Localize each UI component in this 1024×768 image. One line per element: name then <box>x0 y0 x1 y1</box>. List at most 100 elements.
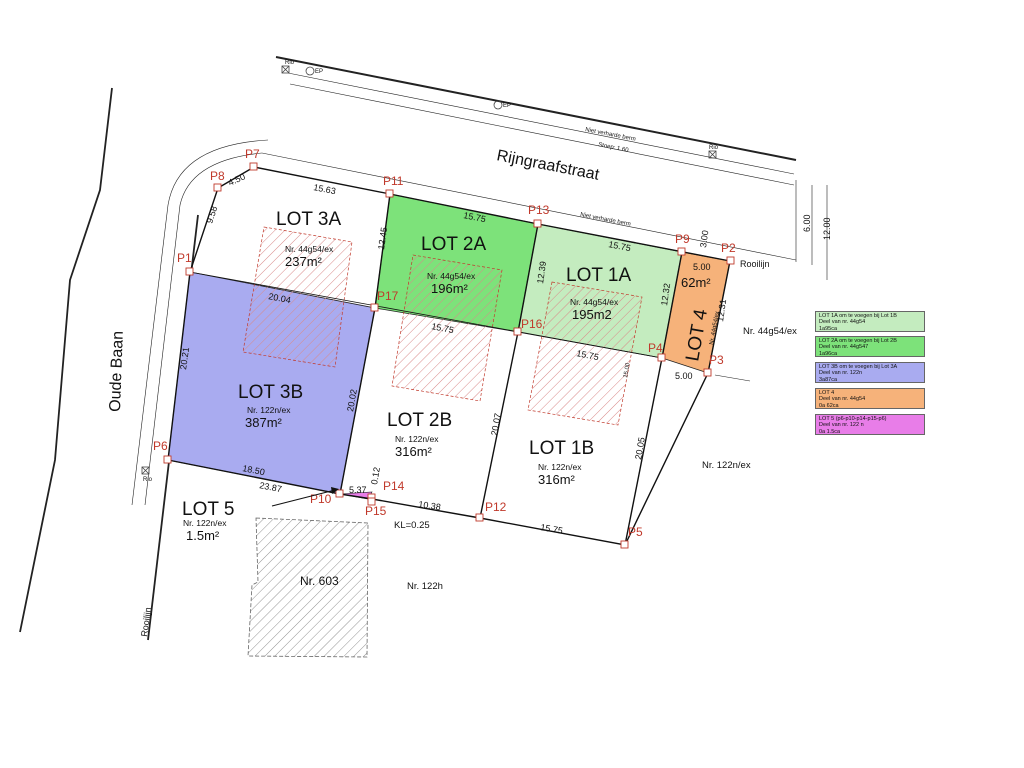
kl-label: KL=0.25 <box>394 520 430 531</box>
svg-text:LOT 2A: LOT 2A <box>421 234 486 255</box>
svg-text:62m²: 62m² <box>681 275 711 290</box>
dimension-label: 9.58 <box>204 205 219 225</box>
svg-text:LOT 5: LOT 5 <box>182 499 234 520</box>
point-label-p11: P11 <box>383 174 404 188</box>
street-lines <box>131 56 828 506</box>
rooilijn-label: Rooilijn <box>740 259 770 269</box>
building-label: Nr. 603 <box>300 574 339 588</box>
dimension-label: 20.05 <box>633 436 647 460</box>
lot-4-label: 62m² LOT 4 Nr. 44g54/ex <box>681 275 721 363</box>
dimension-label: 0.12 <box>369 466 382 485</box>
rio-label: Rio <box>285 60 295 66</box>
legend-item-lot-3b: LOT 3B om te voegen bij Lot 3A Deel van … <box>815 362 925 383</box>
dimension-label: 5.37 <box>349 485 367 495</box>
dimension-label: 23.87 <box>259 480 283 494</box>
lot-3a-label: LOT 3A Nr. 44g54/ex 237m² <box>276 209 341 269</box>
point-label-p7: P7 <box>245 147 260 161</box>
svg-text:LOT 2B: LOT 2B <box>387 410 452 431</box>
legend-item-lot-2a: LOT 2A om te voegen bij Lot 2B Deel van … <box>815 336 925 357</box>
legend-item-lot-5: LOT 5 (p6-p10-p14-p15-p6) Deel van nr. 1… <box>815 414 925 435</box>
dimension-label: 12.00 <box>822 217 832 240</box>
point-label-p12: P12 <box>485 500 507 514</box>
point-label-p5: P5 <box>628 525 643 539</box>
point-labels: P1 P2 P3 P4 P5 P6 P7 P8 P9 P10 P11 P12 P… <box>153 147 736 539</box>
neighbour-building <box>247 517 369 658</box>
dimension-label: 5.00 <box>693 262 711 272</box>
building-footprints <box>242 226 643 426</box>
dimension-label: 15.75 <box>431 321 455 335</box>
verge-label: Niet verharde berm <box>585 127 637 143</box>
side-street-name: Oude Baan <box>107 331 127 412</box>
lot-5-label: LOT 5 Nr. 122n/ex 1.5m² <box>182 487 339 543</box>
point-label-p8: P8 <box>210 169 225 183</box>
svg-text:Nr. 122n/ex: Nr. 122n/ex <box>183 518 227 528</box>
dimension-label: 5.00 <box>675 371 693 381</box>
point-label-p15: P15 <box>365 504 387 518</box>
svg-text:LOT 1A: LOT 1A <box>566 265 631 286</box>
svg-text:195m2: 195m2 <box>572 307 612 322</box>
dimension-label: 18.50 <box>242 463 266 477</box>
svg-text:Nr. 44g54/ex: Nr. 44g54/ex <box>709 311 721 346</box>
svg-text:LOT 1B: LOT 1B <box>529 438 594 459</box>
dimension-labels: 4.50 15.63 9.58 12.45 15.75 15.75 3.00 5… <box>178 171 832 536</box>
point-label-p2: P2 <box>721 241 736 255</box>
ep-label: EP <box>315 69 323 75</box>
lot-1b-label: LOT 1B Nr. 122n/ex 316m² <box>529 438 594 487</box>
svg-text:387m²: 387m² <box>245 415 283 430</box>
point-markers <box>163 162 735 549</box>
point-label-p3: P3 <box>709 353 724 367</box>
svg-text:Nr. 44g54/ex: Nr. 44g54/ex <box>427 271 476 281</box>
point-label-p13: P13 <box>528 203 550 217</box>
dimension-label: 20.07 <box>489 412 503 436</box>
dimension-label: 12.32 <box>659 283 672 307</box>
dimension-label: 15.75 <box>608 239 632 253</box>
svg-text:Nr. 44g54/ex: Nr. 44g54/ex <box>570 297 619 307</box>
legend-item-lot-4: LOT 4 Deel van nr. 44g54 0a 62ca <box>815 388 925 409</box>
point-label-p4: P4 <box>648 341 663 355</box>
point-label-p16: P16 <box>521 317 543 331</box>
dimension-label: 15.75 <box>540 522 564 536</box>
svg-text:LOT 3A: LOT 3A <box>276 209 341 230</box>
dimension-label: 15.75 <box>576 348 600 362</box>
neighbour-label: Nr. 44g54/ex <box>743 326 797 337</box>
lot-2b-label: LOT 2B Nr. 122n/ex 316m² <box>387 410 452 459</box>
point-label-p17: P17 <box>377 289 399 303</box>
dimension-label: 20.04 <box>268 291 292 305</box>
dimension-label: 4.50 <box>227 171 247 187</box>
dimension-label: 6.00 <box>802 214 812 232</box>
svg-text:Nr. 122n/ex: Nr. 122n/ex <box>395 434 439 444</box>
dimension-label: 12.31 <box>715 299 728 323</box>
dimension-label: 12.45 <box>376 227 389 251</box>
svg-text:237m²: 237m² <box>285 254 323 269</box>
verge-label: Niet verharde berm <box>580 212 632 228</box>
rio-label: Rio <box>143 477 153 483</box>
rooilijn-label: Rooilijn <box>139 607 153 638</box>
neighbour-label: Nr. 122n/ex <box>702 460 751 471</box>
dimension-label: 15.00 <box>623 362 632 378</box>
lot-2a-label: LOT 2A Nr. 44g54/ex 196m² <box>421 234 486 296</box>
svg-text:Nr. 44g54/ex: Nr. 44g54/ex <box>285 244 334 254</box>
svg-text:1.5m²: 1.5m² <box>186 528 220 543</box>
dimension-label: 12.39 <box>535 261 548 285</box>
dimension-label: 10.38 <box>418 499 442 512</box>
rio-label: Rio <box>709 145 719 151</box>
ep-label: EP <box>503 103 511 109</box>
svg-text:Nr. 122n/ex: Nr. 122n/ex <box>538 462 582 472</box>
svg-text:LOT 3B: LOT 3B <box>238 382 303 403</box>
point-label-p10: P10 <box>310 492 332 506</box>
dimension-label: 15.75 <box>463 210 487 224</box>
sidewalk-label: Stoep: 1.60 <box>598 142 630 154</box>
dimension-label: 20.21 <box>178 347 191 371</box>
dimension-label: 3.00 <box>698 230 710 249</box>
point-label-p6: P6 <box>153 439 168 453</box>
street-name: Rijngraafstraat <box>495 147 601 184</box>
point-label-p1: P1 <box>177 251 192 265</box>
svg-text:196m²: 196m² <box>431 281 469 296</box>
point-label-p9: P9 <box>675 232 690 246</box>
lot-1a-label: LOT 1A Nr. 44g54/ex 195m2 <box>566 265 631 322</box>
point-label-p14: P14 <box>383 479 405 493</box>
utility-symbols <box>141 65 717 475</box>
svg-text:316m²: 316m² <box>538 472 576 487</box>
lot-3b-label: LOT 3B Nr. 122n/ex 387m² <box>238 382 303 430</box>
